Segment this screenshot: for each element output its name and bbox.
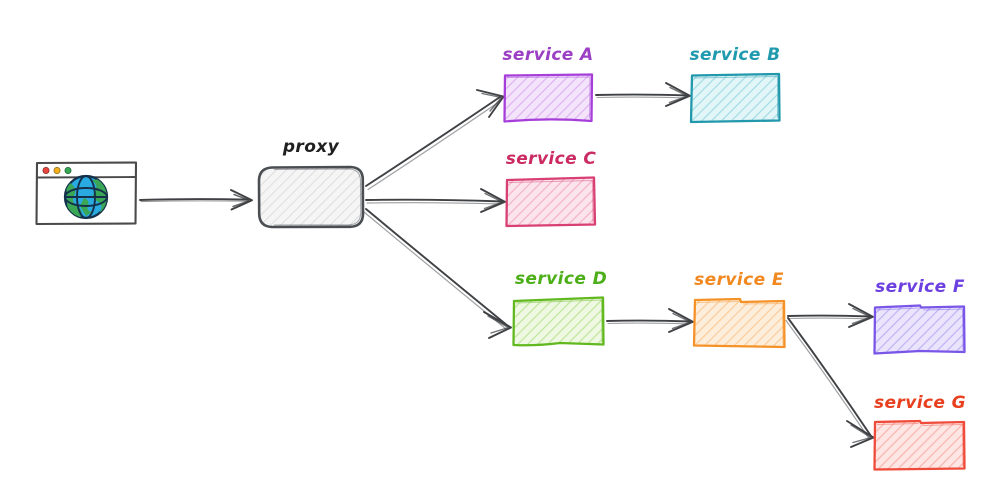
node-serviceB[interactable] bbox=[689, 72, 781, 124]
edge-proxy-to-serviceA bbox=[365, 89, 505, 191]
node-serviceC[interactable] bbox=[505, 176, 597, 228]
globe-icon bbox=[63, 174, 109, 220]
node-serviceD-label: service D bbox=[515, 269, 607, 289]
node-serviceF[interactable] bbox=[873, 304, 966, 355]
node-serviceA-label: service A bbox=[502, 45, 593, 65]
node-serviceA[interactable] bbox=[503, 73, 594, 123]
edge-serviceE-to-serviceF bbox=[787, 303, 874, 328]
node-serviceF-label: service F bbox=[875, 277, 965, 297]
edge-serviceE-to-serviceG bbox=[785, 317, 875, 448]
browser-dot-green bbox=[64, 167, 72, 174]
browser-dot-red bbox=[42, 167, 50, 174]
node-serviceD[interactable] bbox=[512, 296, 605, 347]
node-serviceC-label: service C bbox=[506, 149, 597, 169]
edge-serviceA-to-serviceB bbox=[595, 82, 691, 107]
edge-browser-to-proxy bbox=[139, 189, 253, 211]
edge-proxy-to-serviceD bbox=[363, 208, 512, 339]
browser-dot-yellow bbox=[53, 167, 61, 174]
node-serviceG[interactable] bbox=[873, 419, 966, 471]
node-serviceB-label: service B bbox=[689, 45, 780, 65]
node-proxy[interactable] bbox=[257, 165, 365, 229]
edge-proxy-to-serviceC bbox=[365, 188, 506, 213]
browser-window-icon bbox=[35, 161, 138, 226]
node-serviceE[interactable] bbox=[692, 297, 786, 349]
node-serviceE-label: service E bbox=[694, 270, 784, 290]
node-serviceG-label: service G bbox=[874, 393, 966, 413]
node-proxy-label: proxy bbox=[282, 137, 340, 157]
edge-serviceD-to-serviceE bbox=[606, 308, 694, 333]
